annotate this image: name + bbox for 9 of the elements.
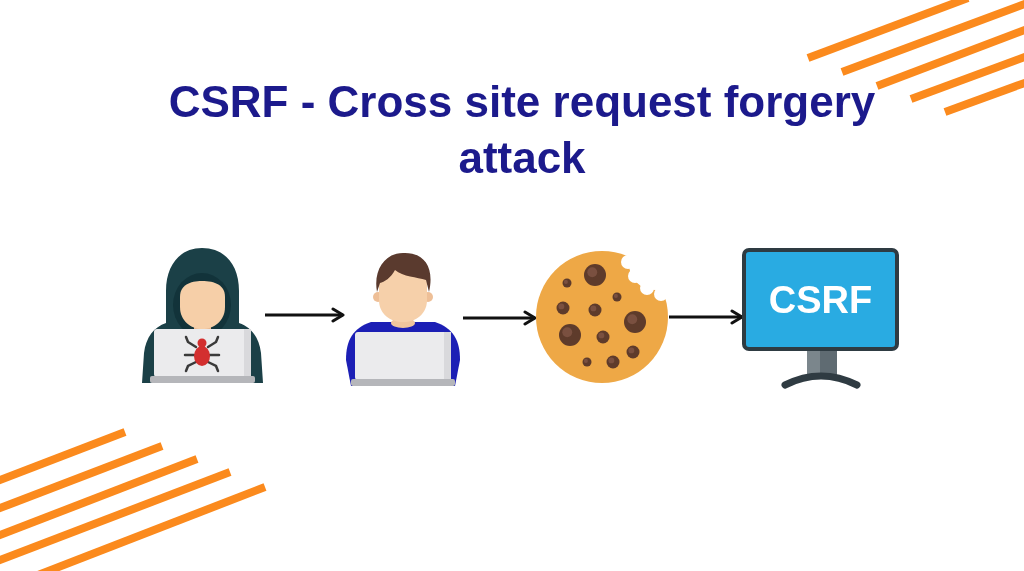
hacker-illustration [140, 245, 265, 385]
monitor-screen [742, 248, 899, 351]
arrow [265, 307, 345, 323]
title: CSRF - Cross site request forgery attack [167, 76, 877, 184]
cookie-illustration [535, 250, 669, 384]
screen-text: CSRF [768, 277, 873, 322]
user-illustration [343, 250, 463, 386]
arrow [669, 309, 744, 325]
arrow [463, 310, 537, 326]
